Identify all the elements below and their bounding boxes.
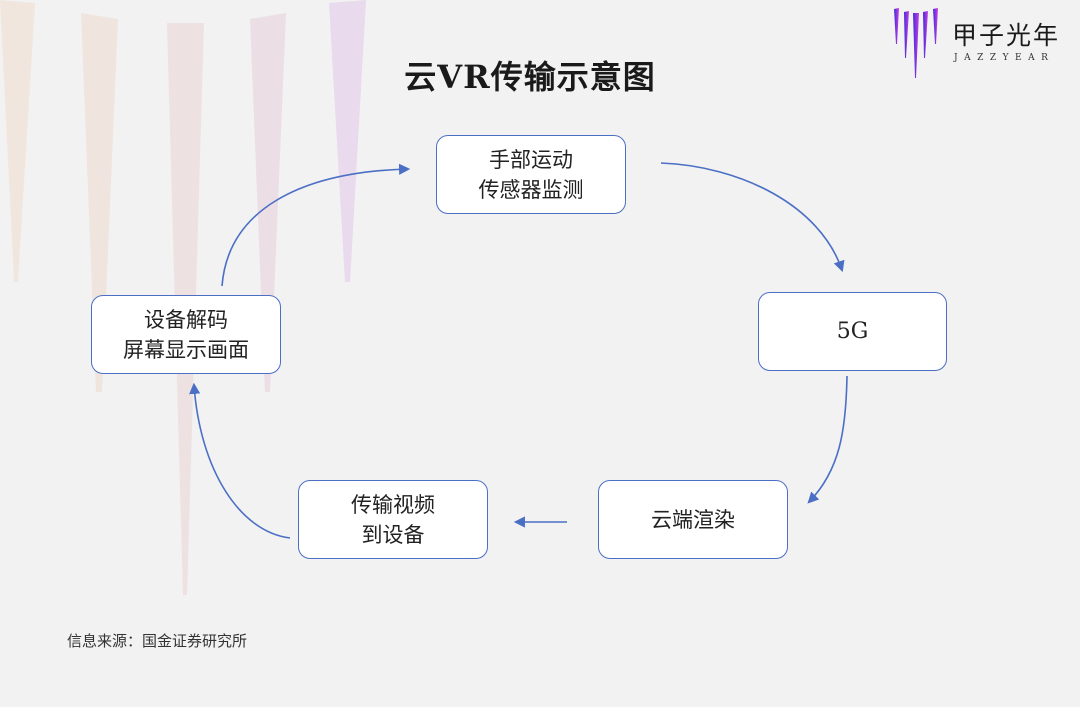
node-cloud-render: 云端渲染 [598,480,788,559]
node-label: 5G [836,318,869,344]
arrow-5g-to-render [807,375,848,504]
node-5g: 5G [758,292,947,371]
node-label: 手部运动 [489,147,573,172]
arrow-decode-to-hand [221,163,411,287]
node-label: 设备解码 [144,307,228,332]
node-label: 到设备 [361,522,425,547]
logo-spikes-icon [894,8,938,78]
arrow-transmit-to-decode [189,382,291,539]
node-device-decode: 设备解码 屏幕显示画面 [91,295,281,374]
decor-spike [81,13,118,392]
logo-text-cn: 甲子光年 [952,21,1061,50]
node-transmit-video: 传输视频 到设备 [298,480,488,559]
decor-spike [250,13,286,392]
page-title: 云VR传输示意图 [404,58,656,96]
node-label: 屏幕显示画面 [123,337,249,362]
node-label: 传感器监测 [478,177,584,202]
decor-spike [0,0,35,282]
brand-logo: 甲子光年 JAZZYEAR [892,6,1072,82]
source-note: 信息来源：国金证券研究所 [67,632,248,650]
node-label: 传输视频 [351,492,435,517]
logo-text-en: JAZZYEAR [954,53,1055,63]
arrow-hand-to-5g [660,162,845,273]
node-label: 云端渲染 [651,507,735,532]
decor-spike [329,0,366,282]
node-hand-sensor: 手部运动 传感器监测 [436,135,626,214]
